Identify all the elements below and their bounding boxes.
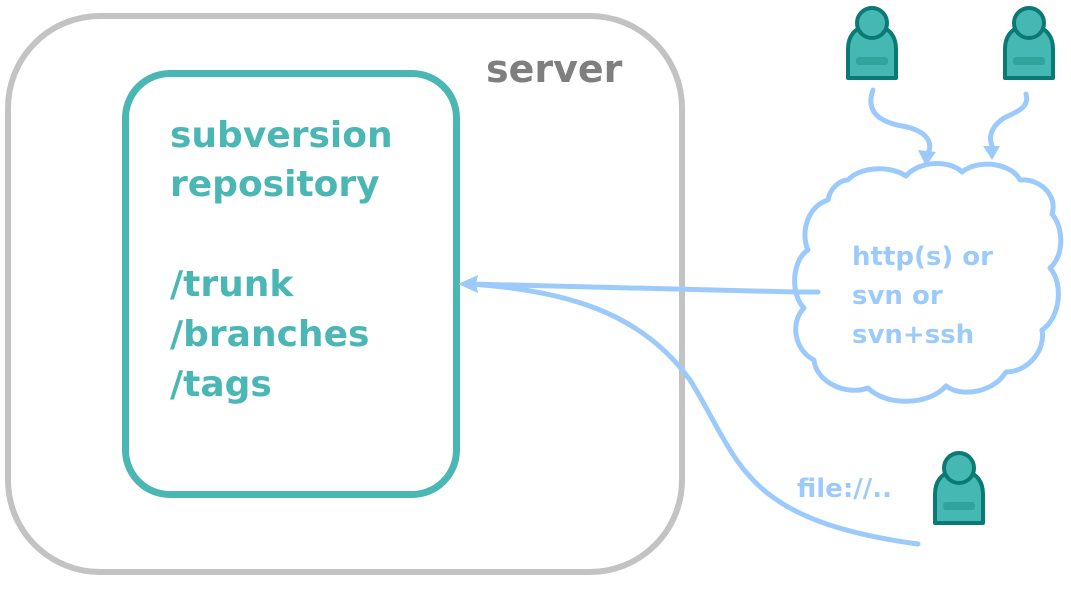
network-connection-line xyxy=(467,281,799,295)
repository-path-tags: /tags xyxy=(170,364,272,405)
arrow-icon xyxy=(918,150,936,166)
protocol-svn: svn or xyxy=(852,281,943,311)
file-connection-line xyxy=(467,281,921,547)
repository-path-branches: /branches xyxy=(170,314,370,355)
user1-arrow-line xyxy=(868,87,933,157)
user-icon xyxy=(933,451,985,525)
cloud-icon xyxy=(792,160,1064,404)
repository-title-line2: repository xyxy=(170,164,380,205)
server-label: server xyxy=(486,47,623,91)
protocol-svn-ssh: svn+ssh xyxy=(852,320,975,350)
repository-title-line1: subversion xyxy=(170,115,393,156)
user-icon xyxy=(846,6,898,80)
protocol-http: http(s) or xyxy=(852,242,993,272)
user-icon xyxy=(1003,6,1055,80)
server-box xyxy=(5,13,685,575)
user2-arrow-line xyxy=(988,91,1030,149)
file-protocol-label: file://.. xyxy=(797,474,892,504)
arrow-icon xyxy=(983,146,1000,160)
repository-box xyxy=(122,70,460,498)
repository-path-trunk: /trunk xyxy=(170,264,294,305)
